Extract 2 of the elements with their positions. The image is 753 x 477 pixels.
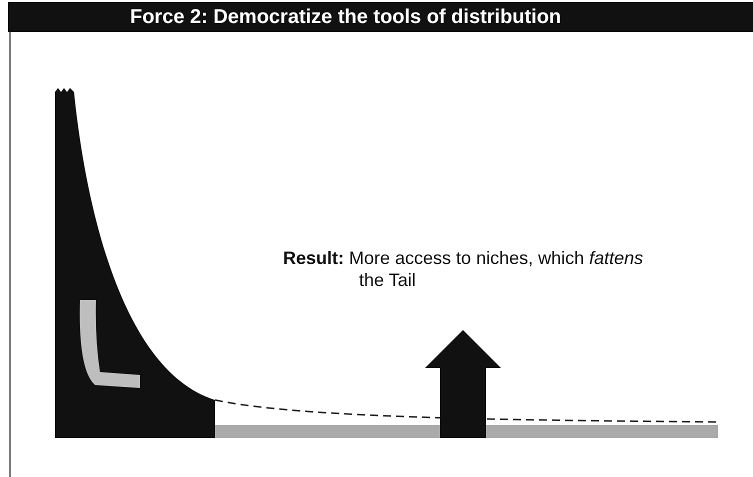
result-note: Result: More access to niches, which fattens the Tail bbox=[283, 247, 644, 291]
title: Force 2: Democratize the tools of distribution bbox=[130, 5, 562, 29]
